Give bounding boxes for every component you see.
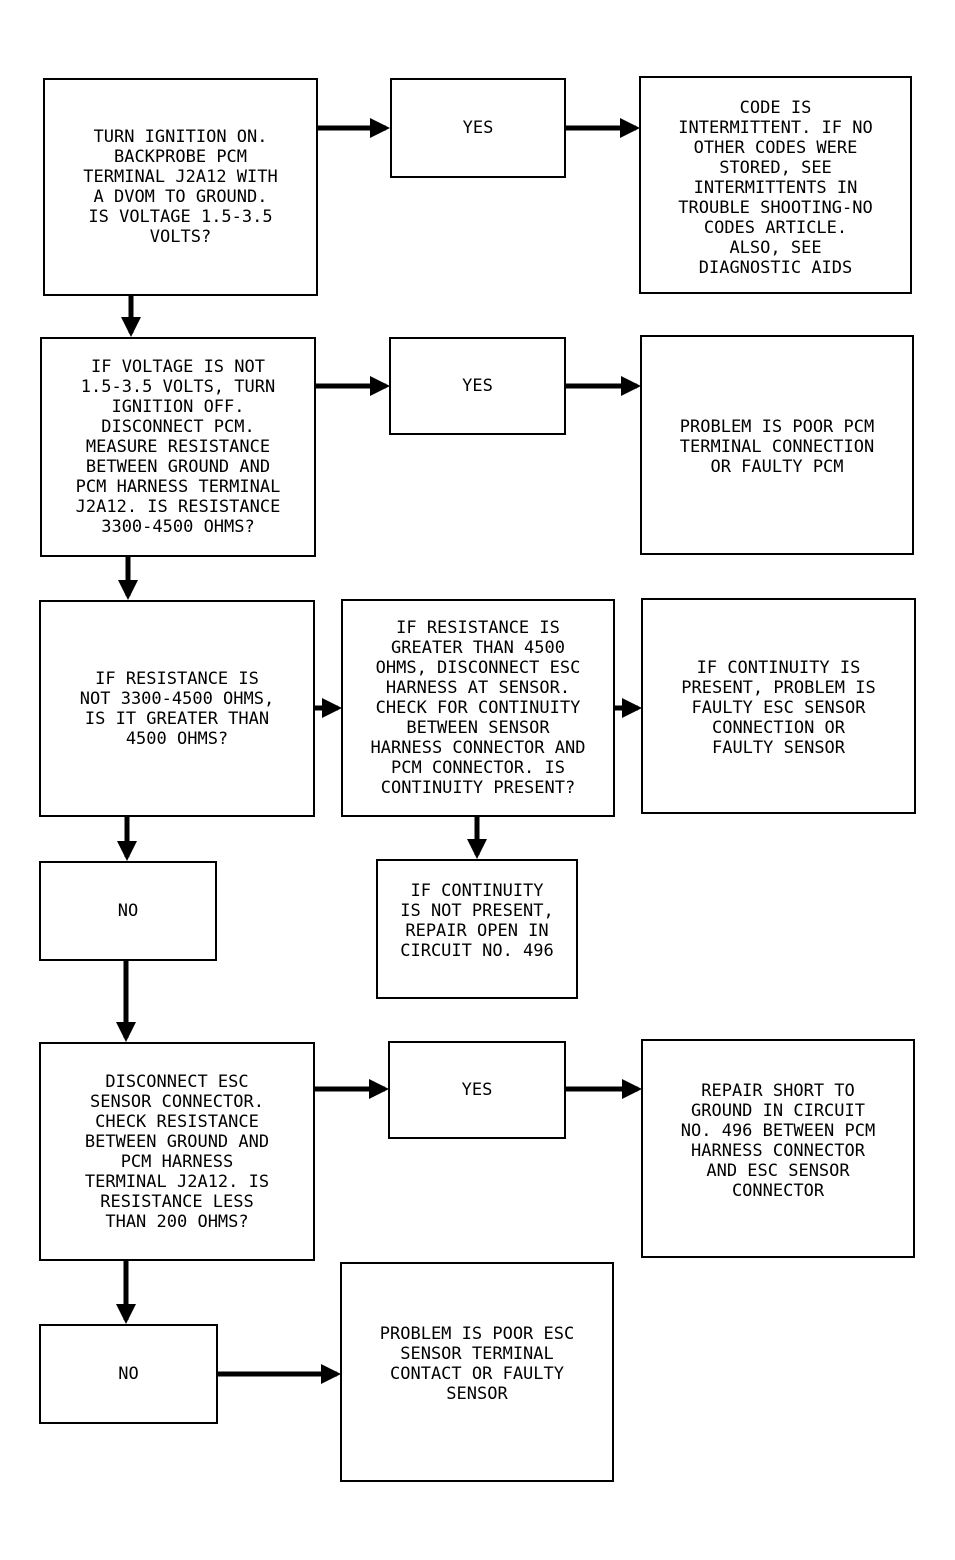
step4-box: DISCONNECT ESC SENSOR CONNECTOR. CHECK R…	[39, 1042, 315, 1261]
step1-text: TURN IGNITION ON. BACKPROBE PCM TERMINAL…	[83, 127, 278, 247]
result4-text: REPAIR SHORT TO GROUND IN CIRCUIT NO. 49…	[680, 1081, 876, 1201]
result5-text: PROBLEM IS POOR ESC SENSOR TERMINAL CONT…	[379, 1324, 575, 1404]
result3b-box: IF CONTINUITY IS NOT PRESENT, REPAIR OPE…	[376, 859, 578, 999]
result3b-text: IF CONTINUITY IS NOT PRESENT, REPAIR OPE…	[400, 881, 554, 961]
step3-text: IF RESISTANCE IS NOT 3300-4500 OHMS, IS …	[79, 668, 275, 749]
step3b-box: IF RESISTANCE IS GREATER THAN 4500 OHMS,…	[341, 599, 615, 817]
yes2-text: YES	[462, 376, 493, 396]
yes2-box: YES	[389, 337, 566, 435]
no3-box: NO	[39, 861, 217, 961]
result1-box: CODE IS INTERMITTENT. IF NO OTHER CODES …	[639, 76, 912, 294]
no3-text: NO	[117, 901, 139, 921]
result2-text: PROBLEM IS POOR PCM TERMINAL CONNECTION …	[679, 417, 875, 477]
step2-box: IF VOLTAGE IS NOT 1.5-3.5 VOLTS, TURN IG…	[40, 337, 316, 557]
result2-box: PROBLEM IS POOR PCM TERMINAL CONNECTION …	[640, 335, 914, 555]
step4-text: DISCONNECT ESC SENSOR CONNECTOR. CHECK R…	[84, 1071, 270, 1232]
no4-box: NO	[39, 1324, 218, 1424]
step3-box: IF RESISTANCE IS NOT 3300-4500 OHMS, IS …	[39, 600, 315, 817]
no4-text: NO	[118, 1364, 139, 1384]
result1-text: CODE IS INTERMITTENT. IF NO OTHER CODES …	[678, 98, 873, 278]
result4-box: REPAIR SHORT TO GROUND IN CIRCUIT NO. 49…	[641, 1039, 915, 1258]
step2-text: IF VOLTAGE IS NOT 1.5-3.5 VOLTS, TURN IG…	[75, 357, 281, 537]
step3b-text: IF RESISTANCE IS GREATER THAN 4500 OHMS,…	[370, 618, 586, 798]
result3-text: IF CONTINUITY IS PRESENT, PROBLEM IS FAU…	[681, 658, 876, 758]
result5-box: PROBLEM IS POOR ESC SENSOR TERMINAL CONT…	[340, 1262, 614, 1482]
yes1-box: YES	[390, 78, 566, 178]
yes4-box: YES	[388, 1041, 566, 1139]
yes1-text: YES	[462, 118, 494, 138]
step1-box: TURN IGNITION ON. BACKPROBE PCM TERMINAL…	[43, 78, 318, 296]
result3-box: IF CONTINUITY IS PRESENT, PROBLEM IS FAU…	[641, 598, 916, 814]
yes4-text: YES	[461, 1080, 493, 1100]
